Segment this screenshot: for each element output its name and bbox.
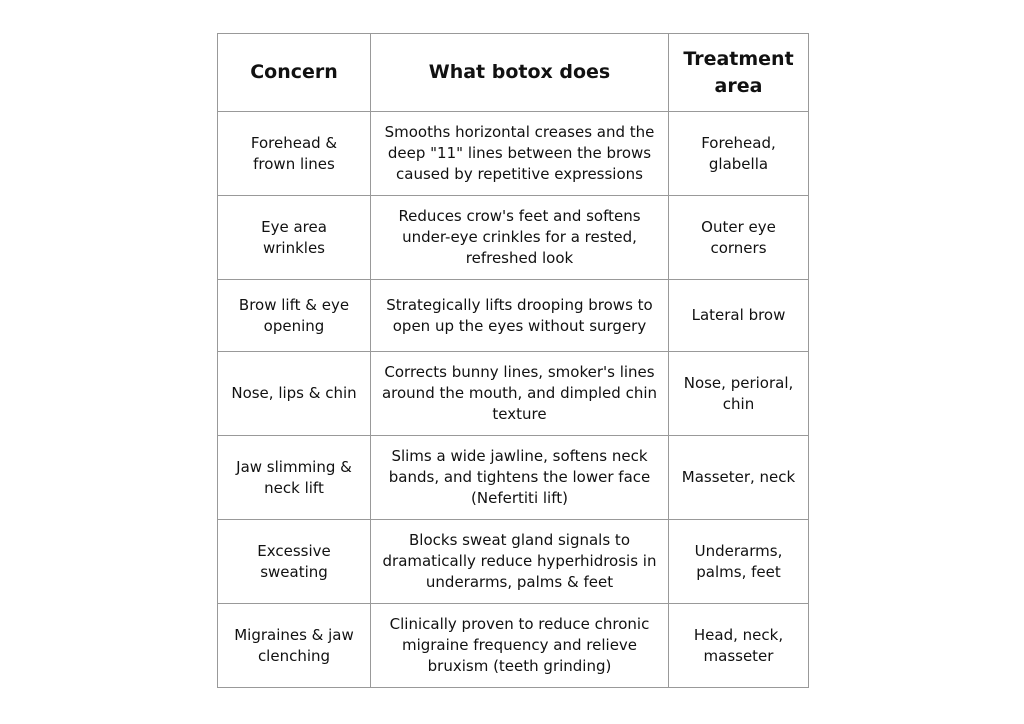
concern-cell: Excessive sweating — [217, 519, 371, 604]
effect-cell: Blocks sweat gland signals to dramatical… — [370, 519, 669, 604]
header-what-botox-does: What botox does — [370, 33, 669, 112]
area-cell: Forehead, glabella — [668, 111, 809, 196]
botox-treatment-table: Concern What botox does Treatment area F… — [217, 33, 809, 688]
effect-cell: Clinically proven to reduce chronic migr… — [370, 603, 669, 688]
effect-cell: Smooths horizontal creases and the deep … — [370, 111, 669, 196]
table-header-row: Concern What botox does Treatment area — [217, 33, 809, 112]
effect-cell: Strategically lifts drooping brows to op… — [370, 279, 669, 352]
concern-cell: Eye area wrinkles — [217, 195, 371, 280]
table-row: Migraines & jaw clenching Clinically pro… — [217, 603, 809, 688]
header-concern: Concern — [217, 33, 371, 112]
area-cell: Lateral brow — [668, 279, 809, 352]
table-row: Brow lift & eye opening Strategically li… — [217, 279, 809, 352]
table-row: Jaw slimming & neck lift Slims a wide ja… — [217, 435, 809, 520]
concern-cell: Jaw slimming & neck lift — [217, 435, 371, 520]
area-cell: Outer eye corners — [668, 195, 809, 280]
effect-cell: Corrects bunny lines, smoker's lines aro… — [370, 351, 669, 436]
concern-cell: Migraines & jaw clenching — [217, 603, 371, 688]
effect-cell: Slims a wide jawline, softens neck bands… — [370, 435, 669, 520]
table-row: Eye area wrinkles Reduces crow's feet an… — [217, 195, 809, 280]
table-row: Forehead & frown lines Smooths horizonta… — [217, 111, 809, 196]
effect-cell: Reduces crow's feet and softens under-ey… — [370, 195, 669, 280]
table-row: Excessive sweating Blocks sweat gland si… — [217, 519, 809, 604]
concern-cell: Forehead & frown lines — [217, 111, 371, 196]
area-cell: Head, neck, masseter — [668, 603, 809, 688]
area-cell: Nose, perioral, chin — [668, 351, 809, 436]
area-cell: Masseter, neck — [668, 435, 809, 520]
concern-cell: Brow lift & eye opening — [217, 279, 371, 352]
table-row: Nose, lips & chin Corrects bunny lines, … — [217, 351, 809, 436]
area-cell: Underarms, palms, feet — [668, 519, 809, 604]
concern-cell: Nose, lips & chin — [217, 351, 371, 436]
header-treatment-area: Treatment area — [668, 33, 809, 112]
